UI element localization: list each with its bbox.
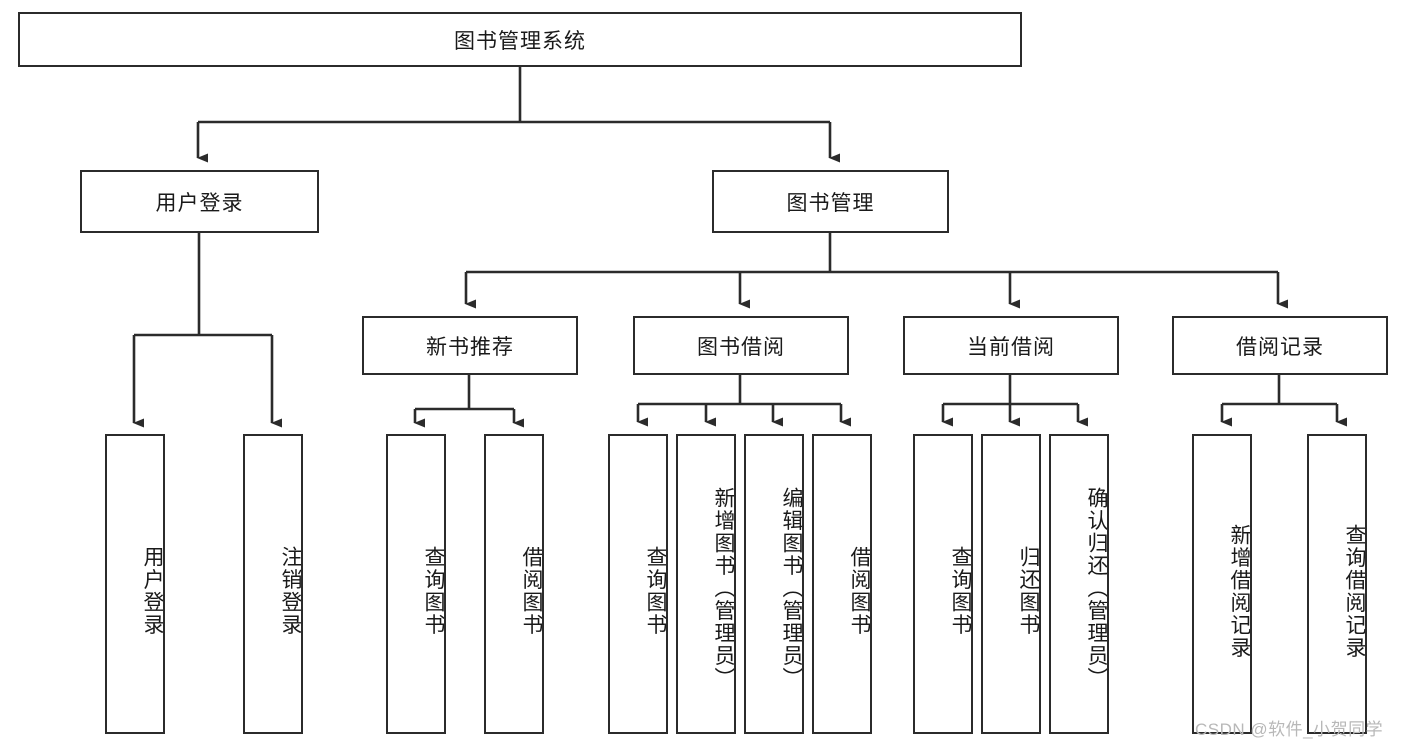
node-borrow-records[interactable]: 借阅记录 (1172, 316, 1388, 375)
leaf-user-login-2[interactable]: 注销登录 (243, 434, 303, 734)
leaf-book-borrow-4[interactable]: 借阅图书 (812, 434, 872, 734)
node-book-manage[interactable]: 图书管理 (712, 170, 949, 233)
leaf-new-book-2[interactable]: 借阅图书 (484, 434, 544, 734)
node-current-borrow[interactable]: 当前借阅 (903, 316, 1119, 375)
leaf-book-borrow-2[interactable]: 新增图书（管理员） (676, 434, 736, 734)
leaf-borrow-records-1[interactable]: 新增借阅记录 (1192, 434, 1252, 734)
leaf-current-borrow-1[interactable]: 查询图书 (913, 434, 973, 734)
leaf-current-borrow-3[interactable]: 确认归还（管理员） (1049, 434, 1109, 734)
node-root[interactable]: 图书管理系统 (18, 12, 1022, 67)
leaf-new-book-1[interactable]: 查询图书 (386, 434, 446, 734)
node-user-login[interactable]: 用户登录 (80, 170, 319, 233)
node-book-borrow[interactable]: 图书借阅 (633, 316, 849, 375)
leaf-current-borrow-2[interactable]: 归还图书 (981, 434, 1041, 734)
leaf-book-borrow-1[interactable]: 查询图书 (608, 434, 668, 734)
leaf-borrow-records-2[interactable]: 查询借阅记录 (1307, 434, 1367, 734)
leaf-user-login-1[interactable]: 用户登录 (105, 434, 165, 734)
csdn-watermark: CSDN @软件_小贺同学 (1195, 720, 1384, 739)
node-new-book-recommend[interactable]: 新书推荐 (362, 316, 578, 375)
leaf-book-borrow-3[interactable]: 编辑图书（管理员） (744, 434, 804, 734)
